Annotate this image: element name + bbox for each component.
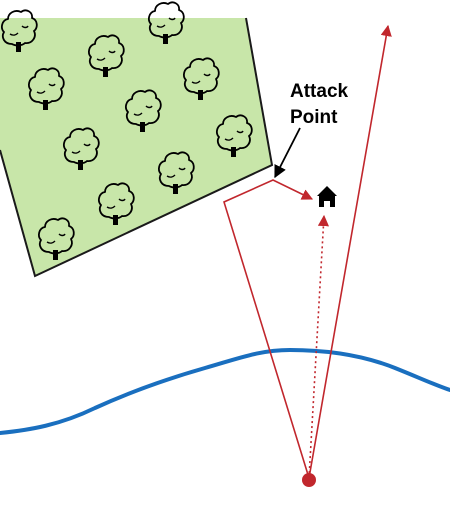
attack-point-label: Attack Point xyxy=(290,81,353,128)
start-point-icon xyxy=(302,473,316,487)
bearing-line xyxy=(308,24,392,479)
woods-border xyxy=(0,17,274,278)
attack-point-label-line2: Point xyxy=(290,107,338,128)
route-to-attack-point xyxy=(223,179,314,479)
river xyxy=(0,347,450,435)
house-icon xyxy=(317,186,337,207)
direct-route-dotted xyxy=(308,214,330,479)
attack-point-label-line1: Attack xyxy=(290,81,349,102)
attack-point-pointer xyxy=(274,127,301,179)
woods-area xyxy=(0,18,272,276)
